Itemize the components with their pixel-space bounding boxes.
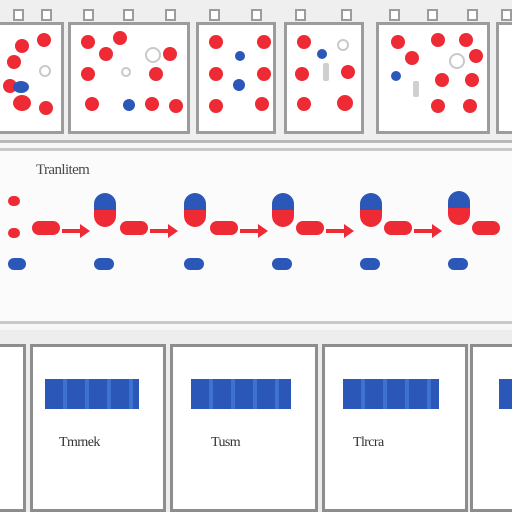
dot-panel-strip [0,0,512,143]
reaction-arrow-icon [150,224,178,238]
ion-molecule [272,258,292,270]
reaction-arrow-icon [414,224,442,238]
blue-bar [191,379,291,409]
reactant-molecule [472,221,500,235]
ion-molecule [360,258,380,270]
capsule-molecule [94,193,116,227]
label-card-2: Tmrnek [30,344,166,512]
blue-bar [45,379,139,409]
reactant-molecule [296,221,324,235]
dot-panel-1 [0,9,64,134]
label-card-3: Tusm [170,344,318,512]
capsule-molecule [184,193,206,227]
dot-panel-3 [196,9,276,134]
label-card-1 [0,344,26,512]
reactant-molecule [120,221,148,235]
reactant-molecule [32,221,60,235]
ion-molecule [184,258,204,270]
dot-panel-5 [376,9,490,134]
capsule-molecule [360,193,382,227]
dot-panel-2 [68,9,190,134]
dot-panel-4 [284,9,364,134]
reactant-molecule [384,221,412,235]
blue-bar [343,379,439,409]
card-label: Tmrnek [59,435,100,450]
molecule-fragment [8,228,20,238]
reaction-arrow-icon [62,224,90,238]
reaction-title: Tranlitem [36,162,90,178]
molecule-fragment [8,258,26,270]
label-card-4: Tlrcra [322,344,468,512]
reaction-arrow-icon [326,224,354,238]
reaction-arrow-icon [240,224,268,238]
ion-molecule [94,258,114,270]
reactant-molecule [210,221,238,235]
card-label: Tusm [211,435,241,450]
molecule-fragment [8,196,20,206]
label-card-5 [470,344,512,512]
card-label: Tlrcra [353,435,384,450]
dot-panel-6 [496,9,512,134]
blue-bar [499,379,512,409]
ion-molecule [448,258,468,270]
capsule-molecule [272,193,294,227]
capsule-molecule [448,191,470,225]
label-card-strip: Tmrnek Tusm Tlrcra [0,330,512,512]
